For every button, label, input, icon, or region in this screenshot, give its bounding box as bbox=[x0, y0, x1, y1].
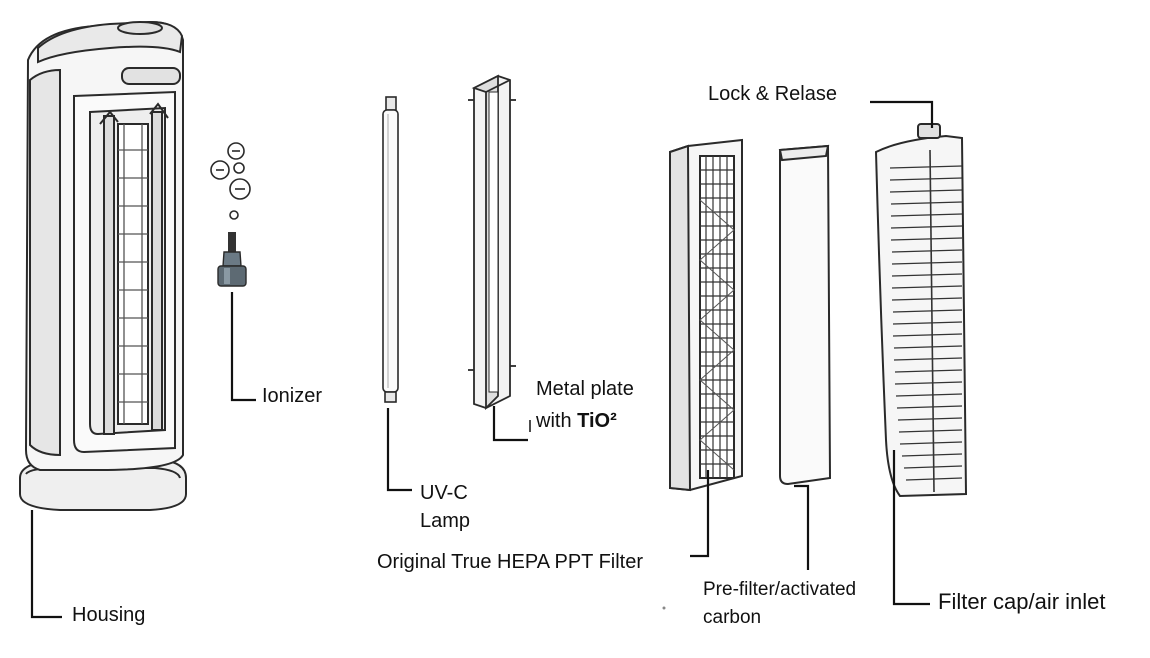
label-uv-c-line1: UV-C bbox=[420, 482, 468, 504]
label-lock-release: Lock & Relase bbox=[708, 83, 837, 105]
leader-metal-plate bbox=[492, 406, 528, 442]
label-housing: Housing bbox=[72, 604, 146, 626]
metal-plate-part bbox=[468, 74, 516, 411]
ion-particles bbox=[210, 142, 251, 220]
leader-lock-release bbox=[870, 100, 934, 128]
label-prefilter-line1: Pre-filter/activated bbox=[703, 579, 857, 600]
label-prefilter-line2: carbon bbox=[703, 607, 762, 628]
label-hepa-filter: Original True HEPA PPT Filter bbox=[377, 551, 644, 573]
leader-prefilter bbox=[794, 484, 810, 570]
label-metal-plate-line1: Metal plate bbox=[536, 378, 634, 400]
leader-hepa bbox=[690, 470, 710, 558]
label-ionizer: Ionizer bbox=[262, 385, 323, 407]
filter-cap-part bbox=[874, 123, 968, 498]
housing-unit bbox=[19, 20, 187, 511]
label-filter-cap: Filter cap/air inlet bbox=[938, 589, 1106, 614]
leader-ionizer bbox=[230, 292, 256, 402]
leader-uv-lamp bbox=[386, 408, 412, 492]
pre-filter-part bbox=[778, 144, 832, 486]
label-uv-c-line2: Lamp bbox=[420, 510, 471, 532]
artifact-dot bbox=[662, 606, 666, 610]
leader-lines bbox=[30, 100, 934, 619]
leader-filter-cap bbox=[892, 450, 930, 606]
uv-c-lamp-part bbox=[382, 96, 399, 403]
label-metal-plate-prefix: with bbox=[536, 410, 578, 432]
label-metal-plate-line2: with TiO² bbox=[536, 409, 617, 433]
leader-housing bbox=[30, 510, 62, 619]
label-metal-plate-formula: TiO² bbox=[577, 410, 617, 432]
hepa-filter-part bbox=[669, 138, 743, 492]
ionizer-part bbox=[210, 142, 251, 287]
